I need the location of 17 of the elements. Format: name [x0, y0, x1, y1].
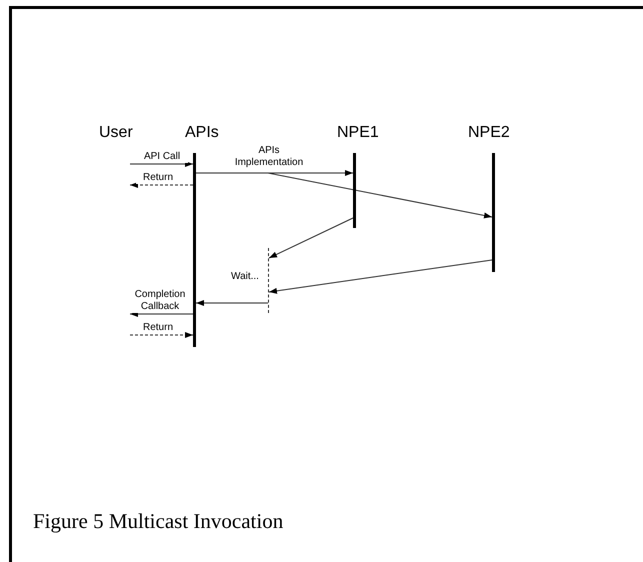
lifeline-bar: [492, 153, 495, 272]
lifeline-label: APIs: [185, 123, 219, 143]
lifeline-label: NPE2: [468, 123, 510, 143]
arrow: [130, 311, 194, 317]
arrow: [268, 260, 492, 294]
arrow: [130, 182, 194, 188]
figure-caption: Figure 5 Multicast Invocation: [33, 508, 284, 534]
arrow: [130, 161, 194, 167]
arrow: [196, 300, 268, 306]
actor-label: User: [99, 123, 133, 143]
arrow: [268, 218, 354, 258]
lifeline-bar: [353, 153, 356, 228]
wait-label: Wait...: [231, 270, 259, 283]
arrow: [130, 332, 194, 338]
lifeline-label: NPE1: [337, 123, 379, 143]
lifeline-bar: [193, 153, 196, 347]
arrow: [196, 172, 492, 218]
